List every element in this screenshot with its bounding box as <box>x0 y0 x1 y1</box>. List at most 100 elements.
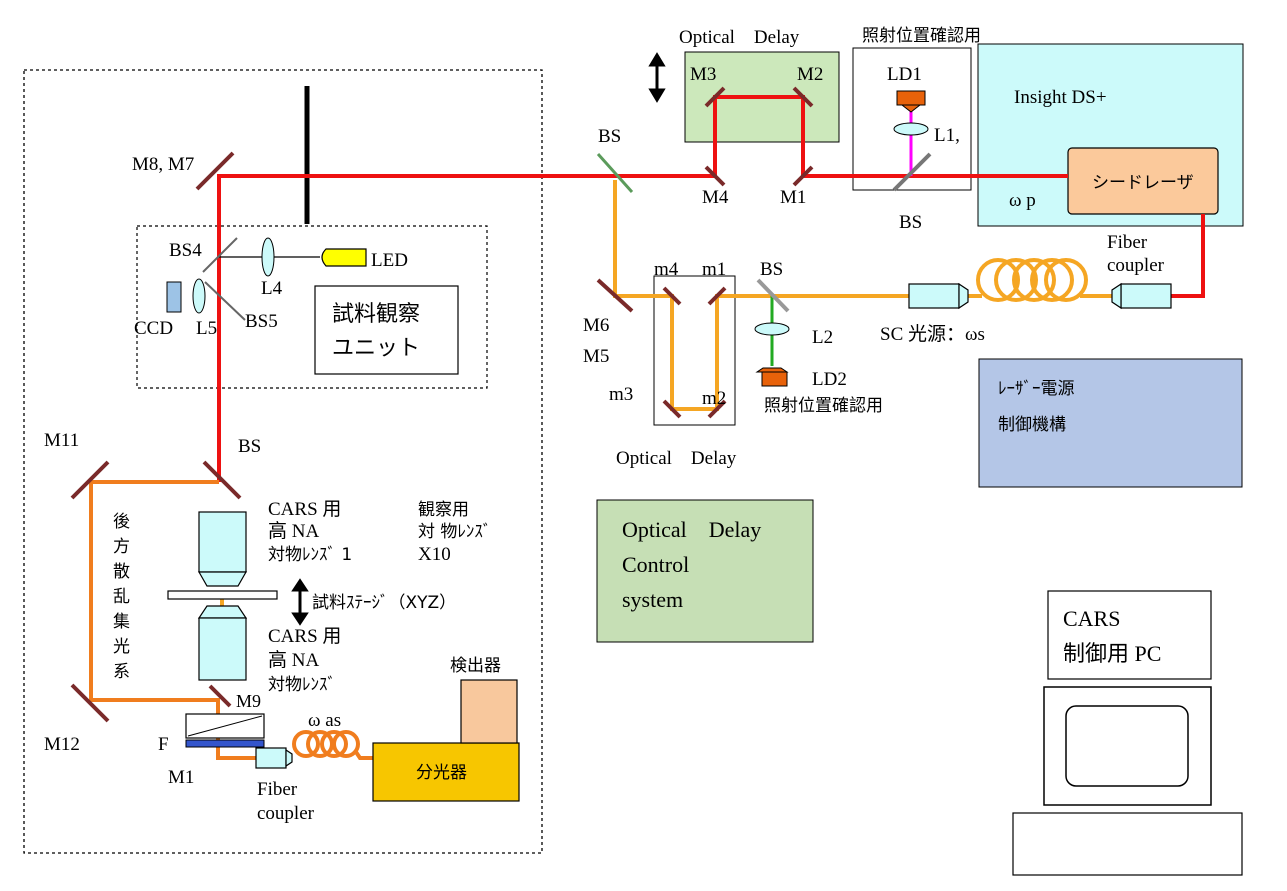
ld2-source <box>755 367 789 387</box>
sample-stage <box>167 590 278 600</box>
dm4-label: m4 <box>654 259 679 280</box>
obs-unit-label-2: ユニット <box>332 336 420 361</box>
alignment-2-label: 照射位置確認用 <box>764 396 883 416</box>
delay-bottom-title: Optical Delay <box>616 448 737 469</box>
insight-label: Insight DS+ <box>1014 87 1107 108</box>
m3-label: M3 <box>690 64 716 85</box>
m6-label: M6 <box>583 315 609 336</box>
control-label-3: system <box>622 587 683 612</box>
omega-p-label: ω p <box>1009 190 1036 211</box>
filter-assembly <box>185 713 265 748</box>
output-fiber-coil <box>292 730 373 760</box>
ld1-source <box>896 90 926 113</box>
pc-label-2: 制御用 PC <box>1063 641 1161 666</box>
bs4-label: BS4 <box>169 240 202 261</box>
pc-label-1: CARS <box>1063 606 1120 631</box>
detector-box <box>460 679 518 744</box>
bs5-label: BS5 <box>245 311 278 332</box>
ccd-label: CCD <box>134 318 173 339</box>
observation-unit-label-box <box>314 285 459 375</box>
alignment-top-label: 照射位置確認用 <box>862 26 981 46</box>
m1-bottom-label: M1 <box>168 767 194 788</box>
sc-fiber-coil <box>968 258 1114 302</box>
l2-lens <box>754 322 790 336</box>
laser-to-fiber-beam <box>1170 214 1205 298</box>
l4-lens <box>261 237 275 277</box>
svg-text:散: 散 <box>113 562 130 582</box>
fiber-coupler-top-label-1: Fiber <box>1107 232 1148 253</box>
sc-fiber-coupler <box>908 282 969 310</box>
mirrors <box>70 86 814 723</box>
sc-source-label: SC 光源：ωs <box>880 323 985 345</box>
ld1-label: LD1 <box>887 64 922 85</box>
fiber-coupler-top-label-2: coupler <box>1107 255 1165 276</box>
cars-obj1-label-c: 対物ﾚﾝｽﾞ 1 <box>268 545 352 565</box>
l5-label: L5 <box>196 318 217 339</box>
l1-lens <box>893 122 929 136</box>
svg-text:光: 光 <box>113 637 130 657</box>
dm3-label: m3 <box>609 384 633 405</box>
microscope-enclosure <box>23 69 543 854</box>
l4-label: L4 <box>261 278 283 299</box>
observation-unit-box <box>136 225 488 389</box>
svg-text:乱: 乱 <box>113 587 130 607</box>
fiber-coupler-bottom-label-1: Fiber <box>257 779 298 800</box>
cars-obj2-label-c: 対物ﾚﾝｽﾞ <box>268 675 336 695</box>
ccd-camera <box>166 281 182 313</box>
backscatter-beam <box>89 480 290 760</box>
svg-text:方: 方 <box>113 537 130 557</box>
led-label: LED <box>371 250 408 271</box>
m5-label: M5 <box>583 346 609 367</box>
stage-arrow <box>291 578 309 626</box>
control-label-1: Optical Delay <box>622 517 761 542</box>
spectrometer-box <box>372 742 520 802</box>
optical-delay-bottom-box <box>653 275 736 426</box>
dm2-label: m2 <box>702 388 726 409</box>
m8-m7-label: M8, M7 <box>132 154 194 175</box>
pc-label-box <box>1047 590 1212 680</box>
svg-text:系: 系 <box>113 662 130 682</box>
cars-objective-1 <box>197 511 248 587</box>
bottom-fiber-coupler <box>255 747 293 769</box>
m11-label: M11 <box>44 430 79 451</box>
m12-label: M12 <box>44 734 80 755</box>
delay-control-box <box>596 499 814 643</box>
spectrometer-label: 分光器 <box>416 763 467 783</box>
detector-label: 検出器 <box>450 656 501 676</box>
cars-obj1-label-b: 高 NA <box>268 520 319 542</box>
svg-text:集: 集 <box>113 612 130 632</box>
bs-top-label: BS <box>598 126 621 147</box>
m2-label: M2 <box>797 64 823 85</box>
led-source <box>321 248 367 267</box>
omega-as-label: ω as <box>308 710 341 731</box>
pc-screen <box>1065 705 1189 787</box>
seed-laser-label: シードレーザ <box>1092 173 1194 193</box>
svg-text:後: 後 <box>113 512 130 532</box>
backscatter-label: 後 方 散 乱 集 光 系 <box>113 512 130 682</box>
bs-sc-label: BS <box>760 259 783 280</box>
cars-obj1-label-a: CARS 用 <box>268 499 341 520</box>
obs-obj-label-c: X10 <box>418 544 451 565</box>
obs-obj-label-b: 対 物ﾚﾝｽﾞ <box>418 522 491 542</box>
m4-label: M4 <box>702 187 729 208</box>
pc-keyboard <box>1012 812 1243 876</box>
laser-power-box <box>978 358 1243 488</box>
power-label-1: ﾚｰｻﾞｰ電源 <box>998 379 1075 399</box>
fiber-coupler-bottom-label-2: coupler <box>257 803 315 824</box>
obs-unit-label-1: 試料観察 <box>332 302 420 327</box>
m1-label: M1 <box>780 187 806 208</box>
power-label-2: 制御機構 <box>998 415 1066 435</box>
dm1-label: m1 <box>702 259 726 280</box>
f-label: F <box>158 734 169 755</box>
l5-lens <box>192 278 206 314</box>
cars-obj2-label-b: 高 NA <box>268 649 319 671</box>
cars-obj2-label-a: CARS 用 <box>268 626 341 647</box>
obs-obj-label-a: 観察用 <box>418 500 469 520</box>
ld2-label: LD2 <box>812 369 847 390</box>
bs-objective-label: BS <box>238 436 261 457</box>
bs-laser-label: BS <box>899 212 922 233</box>
l2-label: L2 <box>812 327 833 348</box>
cars-objective-2 <box>197 605 248 681</box>
delay-top-title: Optical Delay <box>679 27 800 48</box>
